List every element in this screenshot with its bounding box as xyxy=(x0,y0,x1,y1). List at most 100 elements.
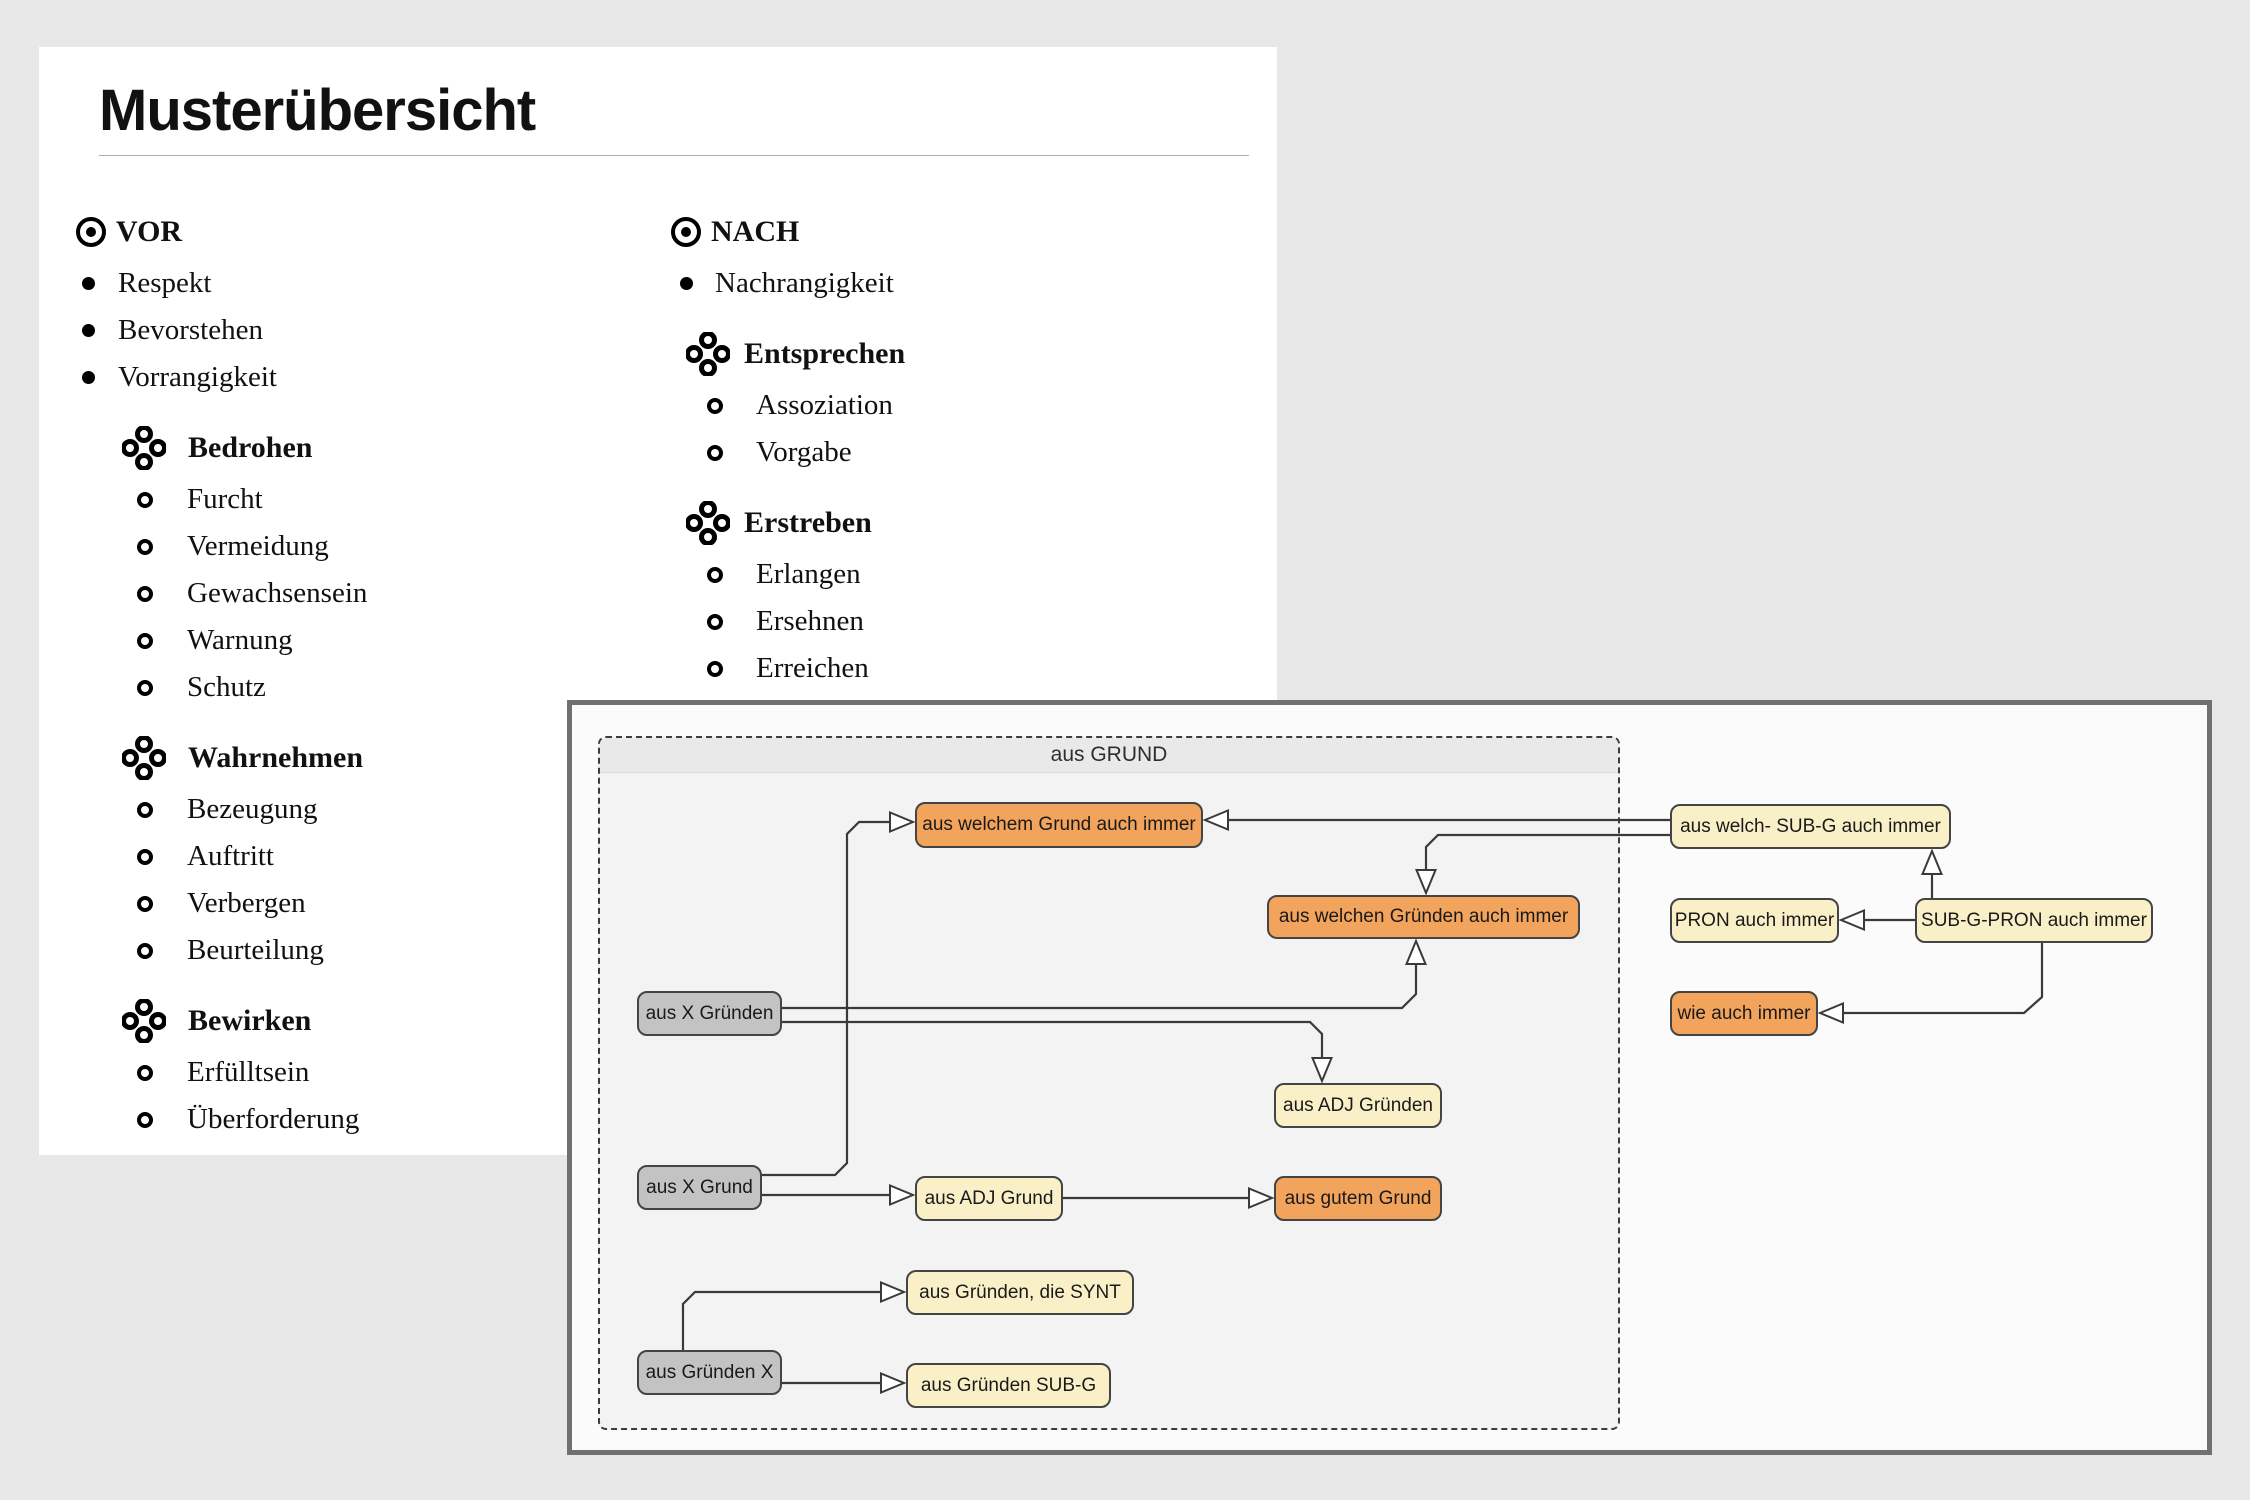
ring-bullet-icon xyxy=(137,632,153,649)
list-item-label: Vermeidung xyxy=(187,530,329,562)
node-aus-gruenden-die-synt[interactable]: aus Gründen, die SYNT xyxy=(906,1270,1134,1315)
node-aus-welchen-gruenden-auch-immer[interactable]: aus welchen Gründen auch immer xyxy=(1267,895,1580,939)
node-wie-auch-immer[interactable]: wie auch immer xyxy=(1670,991,1818,1036)
dot-bullet-icon xyxy=(82,324,95,337)
section-label: Bedrohen xyxy=(188,430,313,464)
list-item-label: Nachrangigkeit xyxy=(715,267,894,299)
list-item: Bevorstehen xyxy=(74,307,634,354)
dot-bullet-icon xyxy=(82,371,95,384)
list-item-label: Schutz xyxy=(187,671,266,703)
edge-aus-welch-subg-auch-immer--aus-welchen-gruenden-auch-immer xyxy=(1415,833,1670,896)
list-item: Vorgabe xyxy=(669,429,1229,476)
dot-bullet-icon xyxy=(82,277,95,290)
list-item: Ersehnen xyxy=(669,598,1229,645)
cluster-icon xyxy=(122,735,166,780)
ring-bullet-icon xyxy=(137,1064,153,1081)
cluster-icon xyxy=(122,425,166,470)
section-header-vor: VOR xyxy=(74,208,634,255)
grund-container-title: aus GRUND xyxy=(600,738,1618,773)
list-item-label: Vorgabe xyxy=(756,436,852,468)
edge-subg-pron-auch-immer--aus-welch-subg-auch-immer xyxy=(1921,848,1943,898)
node-aus-gruenden-subg[interactable]: aus Gründen SUB-G xyxy=(906,1363,1111,1408)
list-item-label: Furcht xyxy=(187,483,263,515)
node-aus-welchem-grund-auch-immer[interactable]: aus welchem Grund auch immer xyxy=(915,802,1203,848)
ring-bullet-icon xyxy=(707,660,723,677)
edge-aus-x-grund--aus-adj-grund xyxy=(762,1184,916,1206)
ring-bullet-icon xyxy=(707,613,723,630)
section-label: Wahrnehmen xyxy=(188,740,364,774)
edge-aus-gruenden-x--aus-gruenden-die-synt xyxy=(681,1281,907,1350)
section-header-entsprechen: Entsprechen xyxy=(669,330,1229,377)
list-item-label: Vorrangigkeit xyxy=(118,361,277,393)
list-item-label: Ersehnen xyxy=(756,605,864,637)
cluster-icon xyxy=(686,500,730,545)
section-label: VOR xyxy=(116,214,183,248)
node-subg-pron-auch-immer[interactable]: SUB-G-PRON auch immer xyxy=(1915,898,2153,943)
section-header-erstreben: Erstreben xyxy=(669,499,1229,546)
edge-subg-pron-auch-immer--pron-auch-immer xyxy=(1838,909,1915,931)
list-item: Erlangen xyxy=(669,551,1229,598)
section-header-bewirken: Bewirken xyxy=(74,997,634,1044)
node-aus-adj-grund[interactable]: aus ADJ Grund xyxy=(915,1176,1063,1221)
edge-aus-x-gruenden--aus-welchen-gruenden-auch-immer xyxy=(782,938,1427,1010)
list-item: Nachrangigkeit xyxy=(669,260,1229,307)
list-item: Vermeidung xyxy=(74,523,634,570)
section-label: Bewirken xyxy=(188,1003,312,1037)
page-title: Musterübersicht xyxy=(99,78,536,143)
section-header-nach: NACH xyxy=(669,208,1229,255)
list-item-label: Auftritt xyxy=(187,840,274,872)
list-item: Furcht xyxy=(74,476,634,523)
ring-bullet-icon xyxy=(707,566,723,583)
list-item: Warnung xyxy=(74,617,634,664)
list-item: Schutz xyxy=(74,664,634,711)
edge-aus-welch-subg-auch-immer--aus-welchem-grund-auch-immer xyxy=(1202,809,1670,831)
list-item: Beurteilung xyxy=(74,927,634,974)
list-item: Gewachsensein xyxy=(74,570,634,617)
list-item-label: Überforderung xyxy=(187,1103,360,1135)
node-aus-adj-gruenden[interactable]: aus ADJ Gründen xyxy=(1274,1083,1442,1128)
section-header-bedrohen: Bedrohen xyxy=(74,424,634,471)
node-aus-gutem-grund[interactable]: aus gutem Grund xyxy=(1274,1176,1442,1221)
title-divider xyxy=(99,155,1249,156)
list-item: Überforderung xyxy=(74,1096,634,1143)
edge-aus-x-grund--aus-welchem-grund-auch-immer xyxy=(762,811,916,1177)
list-item-label: Erreichen xyxy=(756,652,869,684)
target-icon xyxy=(74,215,108,249)
list-item-label: Gewachsensein xyxy=(187,577,368,609)
ring-bullet-icon xyxy=(137,848,153,865)
list-item-label: Erfülltsein xyxy=(187,1056,310,1088)
edge-aus-x-gruenden--aus-adj-gruenden xyxy=(782,1020,1333,1084)
ring-bullet-icon xyxy=(137,942,153,959)
ring-bullet-icon xyxy=(707,444,723,461)
list-item: Vorrangigkeit xyxy=(74,354,634,401)
diagram-window: aus GRUND aus welchem Grund auch immer au… xyxy=(567,700,2212,1455)
list-item: Bezeugung xyxy=(74,786,634,833)
ring-bullet-icon xyxy=(137,585,153,602)
ring-bullet-icon xyxy=(137,801,153,818)
node-aus-welch-subg-auch-immer[interactable]: aus welch- SUB-G auch immer xyxy=(1670,804,1951,849)
list-item: Respekt xyxy=(74,260,634,307)
list-item: Verbergen xyxy=(74,880,634,927)
list-item-label: Respekt xyxy=(118,267,212,299)
cluster-icon xyxy=(122,998,166,1043)
list-item: Erreichen xyxy=(669,645,1229,692)
node-aus-x-gruenden[interactable]: aus X Gründen xyxy=(637,991,782,1036)
target-icon xyxy=(669,215,703,249)
node-aus-x-grund[interactable]: aus X Grund xyxy=(637,1165,762,1210)
ring-bullet-icon xyxy=(137,538,153,555)
section-header-wahrnehmen: Wahrnehmen xyxy=(74,734,634,781)
node-aus-gruenden-x[interactable]: aus Gründen X xyxy=(637,1350,782,1395)
edge-aus-gruenden-x--aus-gruenden-subg xyxy=(782,1372,907,1394)
node-pron-auch-immer[interactable]: PRON auch immer xyxy=(1670,898,1839,943)
edge-aus-adj-grund--aus-gutem-grund xyxy=(1063,1187,1275,1209)
list-item: Assoziation xyxy=(669,382,1229,429)
list-item-label: Warnung xyxy=(187,624,293,656)
ring-bullet-icon xyxy=(137,679,153,696)
section-label: NACH xyxy=(711,214,800,248)
list-item: Auftritt xyxy=(74,833,634,880)
ring-bullet-icon xyxy=(137,1111,153,1128)
cluster-icon xyxy=(686,331,730,376)
list-item-label: Bevorstehen xyxy=(118,314,263,346)
